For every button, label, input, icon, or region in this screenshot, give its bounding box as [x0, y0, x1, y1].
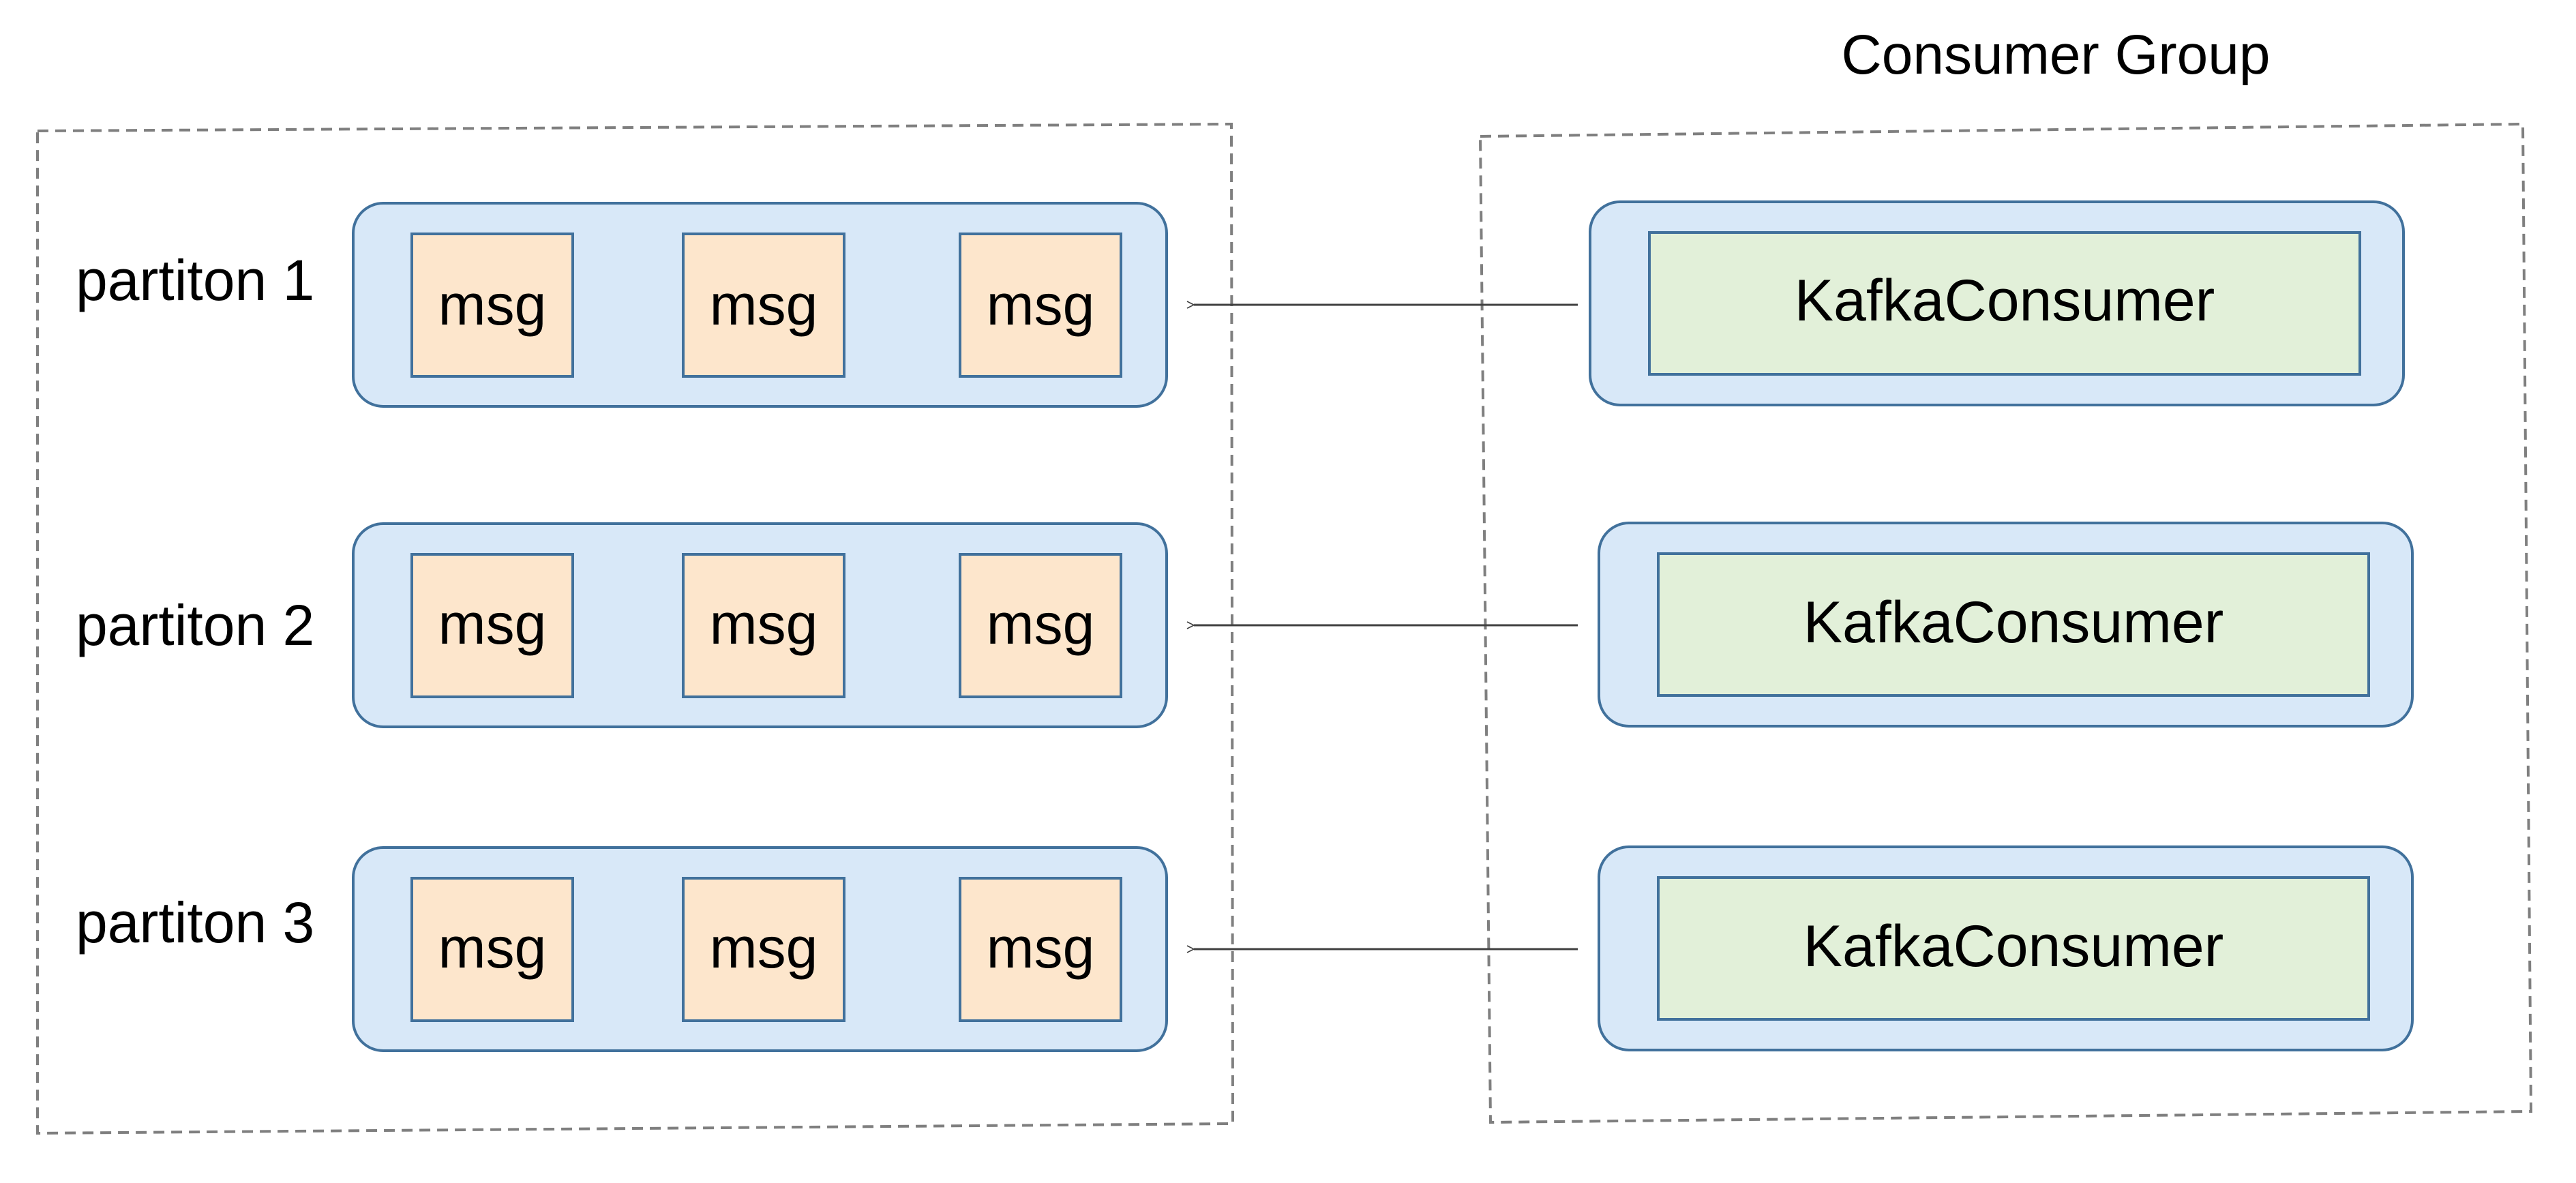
consumer-label: KafkaConsumer	[1795, 268, 2215, 333]
message-1-3: msg	[959, 233, 1122, 378]
message-box	[959, 553, 1122, 698]
message-label: msg	[987, 273, 1095, 337]
message-label: msg	[710, 592, 818, 656]
partition-row-3: partiton 3 msg msg msg	[76, 846, 1168, 1052]
message-box	[410, 553, 574, 698]
consumer-label: KafkaConsumer	[1803, 590, 2224, 655]
message-3-1: msg	[410, 877, 574, 1022]
message-box	[410, 233, 574, 378]
message-box	[682, 553, 845, 698]
partition-label-1: partiton 1	[76, 248, 314, 312]
message-3-2: msg	[682, 877, 845, 1022]
consumer-inner-box	[1648, 231, 2361, 376]
consumer-label: KafkaConsumer	[1803, 914, 2224, 979]
message-box	[682, 877, 845, 1022]
message-1-2: msg	[682, 233, 845, 378]
message-2-2: msg	[682, 553, 845, 698]
consumer-3: KafkaConsumer	[1598, 845, 2414, 1051]
consumer-1: KafkaConsumer	[1589, 200, 2405, 406]
consumer-2: KafkaConsumer	[1598, 522, 2414, 728]
partition-row-1: partiton 1 msg msg msg	[76, 202, 1168, 408]
message-label: msg	[987, 592, 1095, 656]
message-box	[410, 877, 574, 1022]
message-1-1: msg	[410, 233, 574, 378]
message-3-3: msg	[959, 877, 1122, 1022]
message-box	[959, 877, 1122, 1022]
consumer-group-title: Consumer Group	[1842, 24, 2271, 86]
partition-row-2: partiton 2 msg msg msg	[76, 522, 1168, 728]
message-box	[682, 233, 845, 378]
message-2-1: msg	[410, 553, 574, 698]
message-label: msg	[710, 273, 818, 337]
message-box	[959, 233, 1122, 378]
consumer-inner-box	[1657, 876, 2370, 1021]
message-label: msg	[438, 273, 547, 337]
message-label: msg	[438, 592, 547, 656]
message-label: msg	[438, 916, 547, 980]
message-2-3: msg	[959, 553, 1122, 698]
topic-container-border	[36, 122, 1235, 1135]
consumer-group-container-border	[1478, 122, 2533, 1124]
message-label: msg	[987, 916, 1095, 980]
partition-label-2: partiton 2	[76, 593, 314, 657]
partition-label-3: partiton 3	[76, 890, 314, 955]
message-label: msg	[710, 916, 818, 980]
consumer-inner-box	[1657, 552, 2370, 697]
